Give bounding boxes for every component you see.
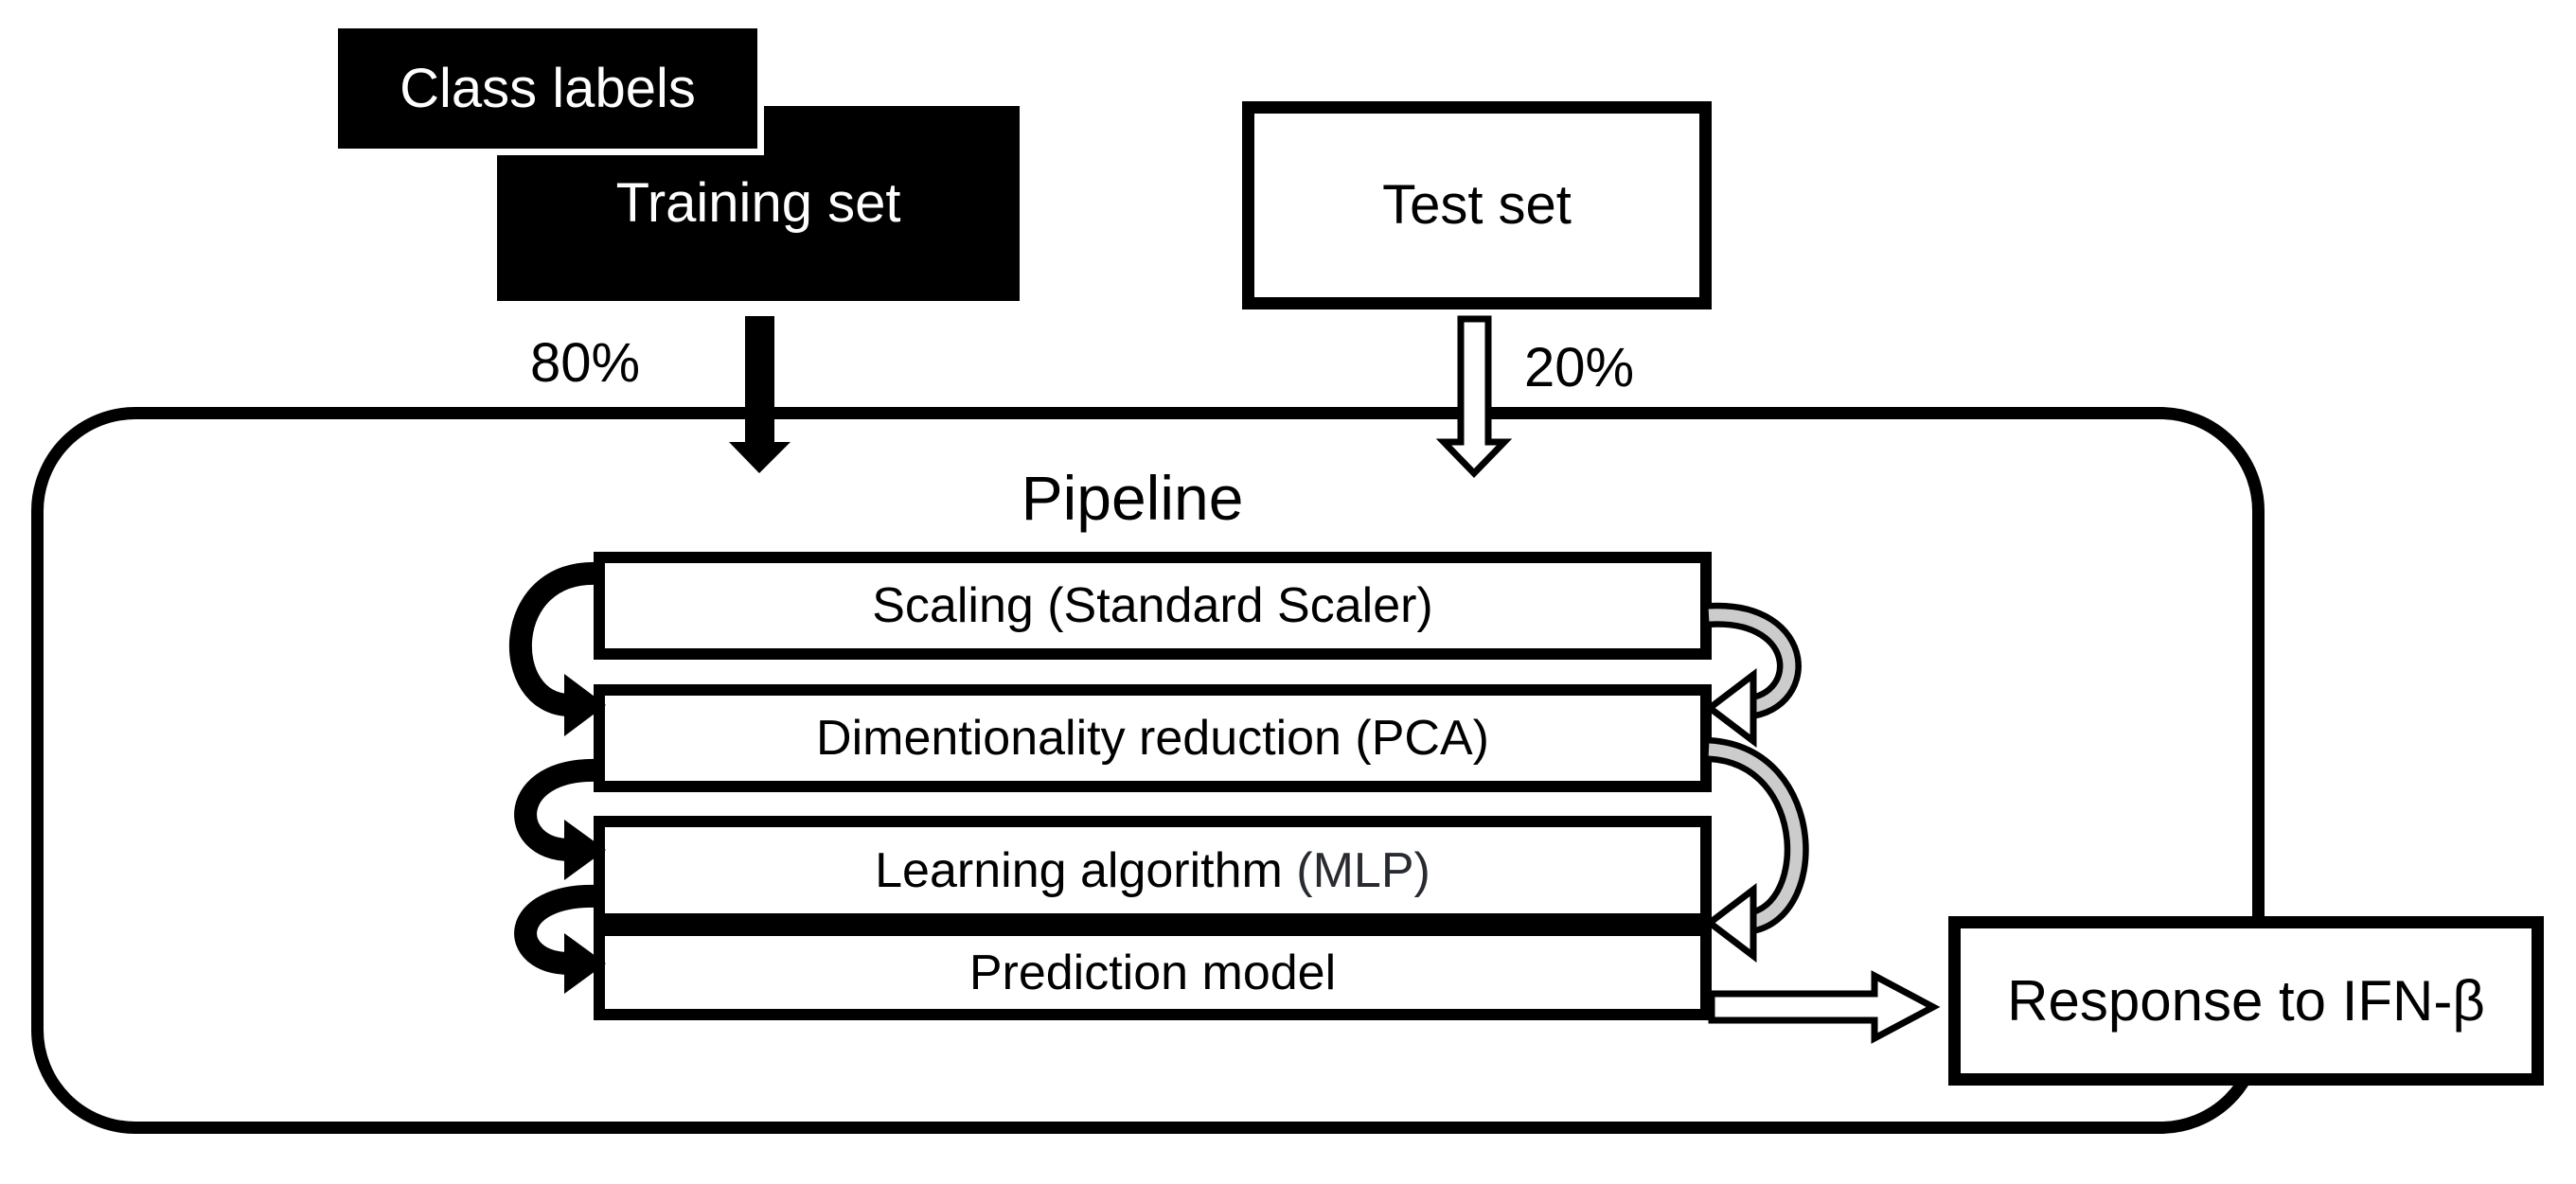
step-box-dimensionality-reduction: Dimentionality reduction (PCA) xyxy=(594,684,1712,792)
test-set-label: Test set xyxy=(1382,174,1572,236)
class-labels-label: Class labels xyxy=(400,57,696,119)
training-set-label: Training set xyxy=(615,172,901,234)
step-dimred-label: Dimentionality reduction (PCA) xyxy=(816,711,1489,766)
test-split-percentage: 20% xyxy=(1524,337,1635,398)
step-learning-label-main: Learning algorithm xyxy=(875,842,1297,898)
step-prediction-label: Prediction model xyxy=(968,945,1337,1000)
test-set-box: Test set xyxy=(1242,101,1712,309)
step-box-prediction-model: Prediction model xyxy=(594,925,1712,1020)
response-label: Response to IFN-β xyxy=(2007,968,2485,1033)
step-learning-label-mlp: (MLP) xyxy=(1296,842,1430,898)
train-split-percentage: 80% xyxy=(530,332,641,394)
step-box-scaling: Scaling (Standard Scaler) xyxy=(594,552,1712,660)
pipeline-container-frame xyxy=(31,407,2265,1134)
step-scaling-label: Scaling (Standard Scaler) xyxy=(872,578,1433,633)
response-output-box: Response to IFN-β xyxy=(1948,916,2544,1086)
class-labels-box: Class labels xyxy=(338,28,757,149)
pipeline-title: Pipeline xyxy=(1021,463,1244,533)
step-box-learning-algorithm: Learning algorithm (MLP) xyxy=(594,816,1712,925)
